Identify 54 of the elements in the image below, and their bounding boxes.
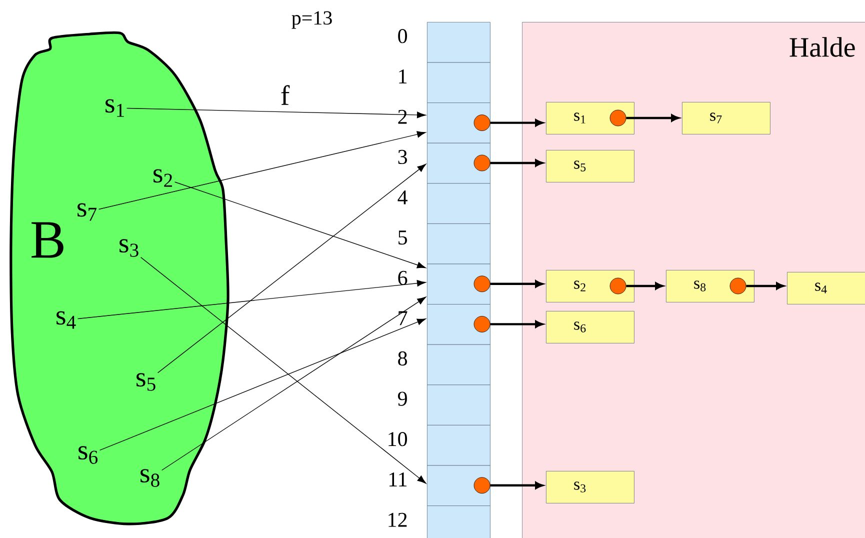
element-label: s$_{8}$ [140,469,160,487]
list-box: s$_{1}$ [546,102,634,134]
pointer-arrow [490,159,543,167]
element-label: s$_{3}$ [120,239,138,257]
pointer-dot [730,278,746,294]
list-box: s$_{6}$ [546,311,634,344]
list-box: s$_{8}$ [666,270,754,302]
arrow [140,256,426,484]
pointer-dot [474,477,490,494]
edge-label: f [281,85,290,105]
pointer-arrow [490,320,543,328]
arrow [77,280,426,320]
row-index: 0 [398,29,408,44]
pointer-dot [610,278,626,294]
row-index: 3 [398,150,407,164]
list-box: s$_{2}$ [546,270,634,302]
pointer-arrow [626,114,679,122]
pointer-arrow [626,282,663,290]
arrow [161,296,426,471]
arrow [98,131,426,210]
pointer-dot [474,114,490,131]
element-label: s$_{5}$ [136,373,156,391]
arrow [174,182,426,268]
list-box: s$_{5}$ [546,150,634,182]
pointer-dot [474,316,490,332]
pointer-dot [610,110,626,126]
list-box: s$_{3}$ [546,470,634,504]
arrow [126,108,426,118]
element-label: s$_{2}$ [154,169,172,187]
row-index: 5 [398,230,407,245]
pointer-dot [474,276,490,292]
row-index: 12 [388,512,407,527]
pointer-arrow [746,282,784,290]
pointer-arrow [490,280,543,288]
row-index: 10 [388,432,408,446]
element-label: s$_{1}$ [106,99,124,117]
arrow [99,318,426,451]
parameter-label: p=13 [292,11,332,29]
list-box: s$_{4}$ [787,272,865,304]
list-box: s$_{7}$ [682,102,770,134]
heap-title: Halde [790,37,855,57]
row-index: 9 [398,392,407,406]
element-label: s$_{6}$ [78,446,98,464]
pointer-arrow [490,482,543,489]
element-label: s$_{4}$ [56,311,76,329]
row-index: 4 [398,190,408,204]
arrow [157,164,426,374]
row-index: 7 [398,311,408,326]
row-index: 6 [398,270,408,285]
pointer-dot [474,154,490,172]
row-index: 11 [389,472,407,486]
row-index: 8 [398,351,408,366]
row-index: 1 [399,69,407,84]
element-label: s$_{7}$ [78,203,97,221]
